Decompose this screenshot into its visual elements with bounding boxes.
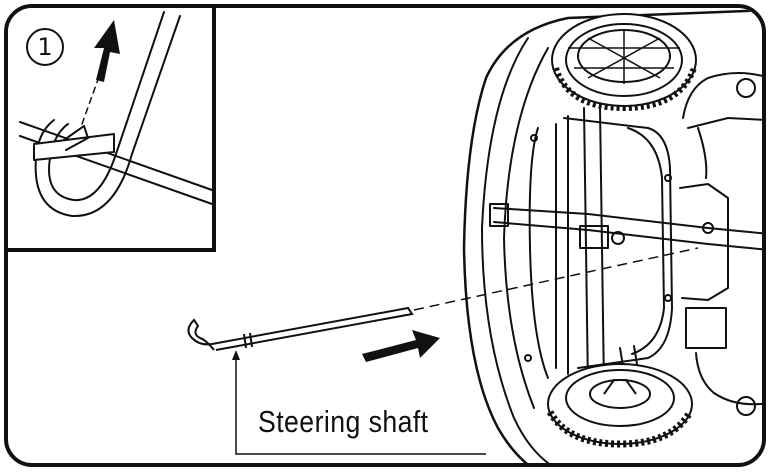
pull-up-arrow xyxy=(94,20,120,82)
detail-illustration xyxy=(19,11,213,218)
car-body-outline xyxy=(462,9,762,463)
callout-leader xyxy=(235,352,486,455)
bottom-wheel xyxy=(546,363,694,448)
car-underside-illustration xyxy=(187,9,762,463)
chassis-frame xyxy=(528,127,549,379)
diagram-frame: 1 Steering shaft xyxy=(4,4,766,467)
steering-shaft-label: Steering shaft xyxy=(258,404,429,439)
step-number-badge: 1 xyxy=(26,28,64,66)
detail-inset: 1 xyxy=(8,8,216,252)
top-wheel xyxy=(551,13,697,112)
insert-direction-arrow xyxy=(362,330,440,362)
steering-shaft xyxy=(187,247,699,351)
